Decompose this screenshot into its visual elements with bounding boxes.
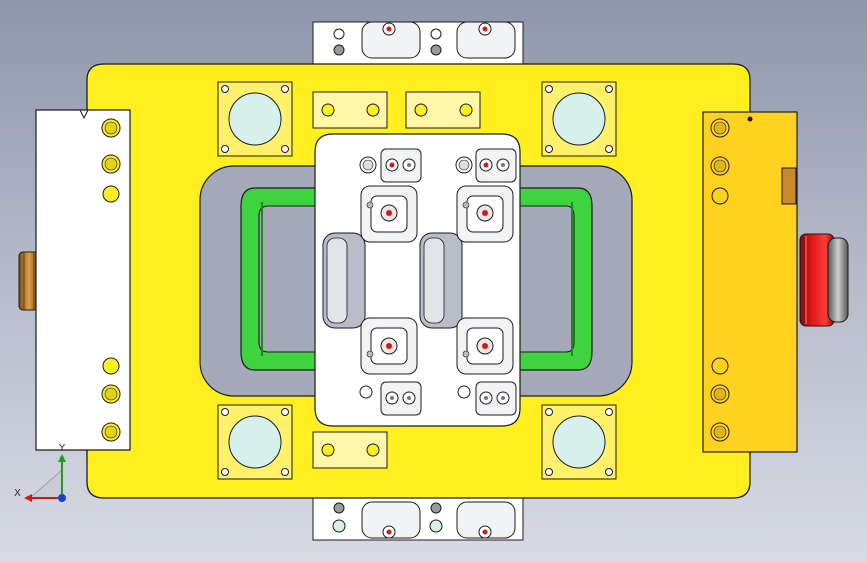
corner-block-br (541, 404, 617, 480)
corner-block-bl (217, 404, 293, 480)
axis-x-label: X (14, 488, 21, 499)
clamp-head-tr[interactable] (456, 185, 514, 243)
coordinate-triad: X Y (14, 443, 66, 502)
corner-block-tr (541, 81, 617, 157)
link-plate-top-right (405, 91, 481, 129)
link-plate-top-left (312, 91, 388, 129)
red-knob[interactable] (799, 233, 849, 327)
bottom-pin-block (312, 497, 524, 541)
axis-y-label: Y (58, 443, 66, 454)
white-left-block[interactable] (35, 109, 131, 451)
top-pin-block (312, 21, 524, 65)
clamp-head-br[interactable] (456, 317, 514, 375)
yellow-right-block[interactable] (702, 111, 798, 453)
corner-block-tl (217, 81, 293, 157)
clamp-head-bl[interactable] (360, 317, 418, 375)
center-bottom-housings (359, 381, 517, 416)
center-top-housings (359, 148, 517, 183)
link-plate-bottom (312, 431, 388, 469)
clamp-head-tl[interactable] (360, 185, 418, 243)
